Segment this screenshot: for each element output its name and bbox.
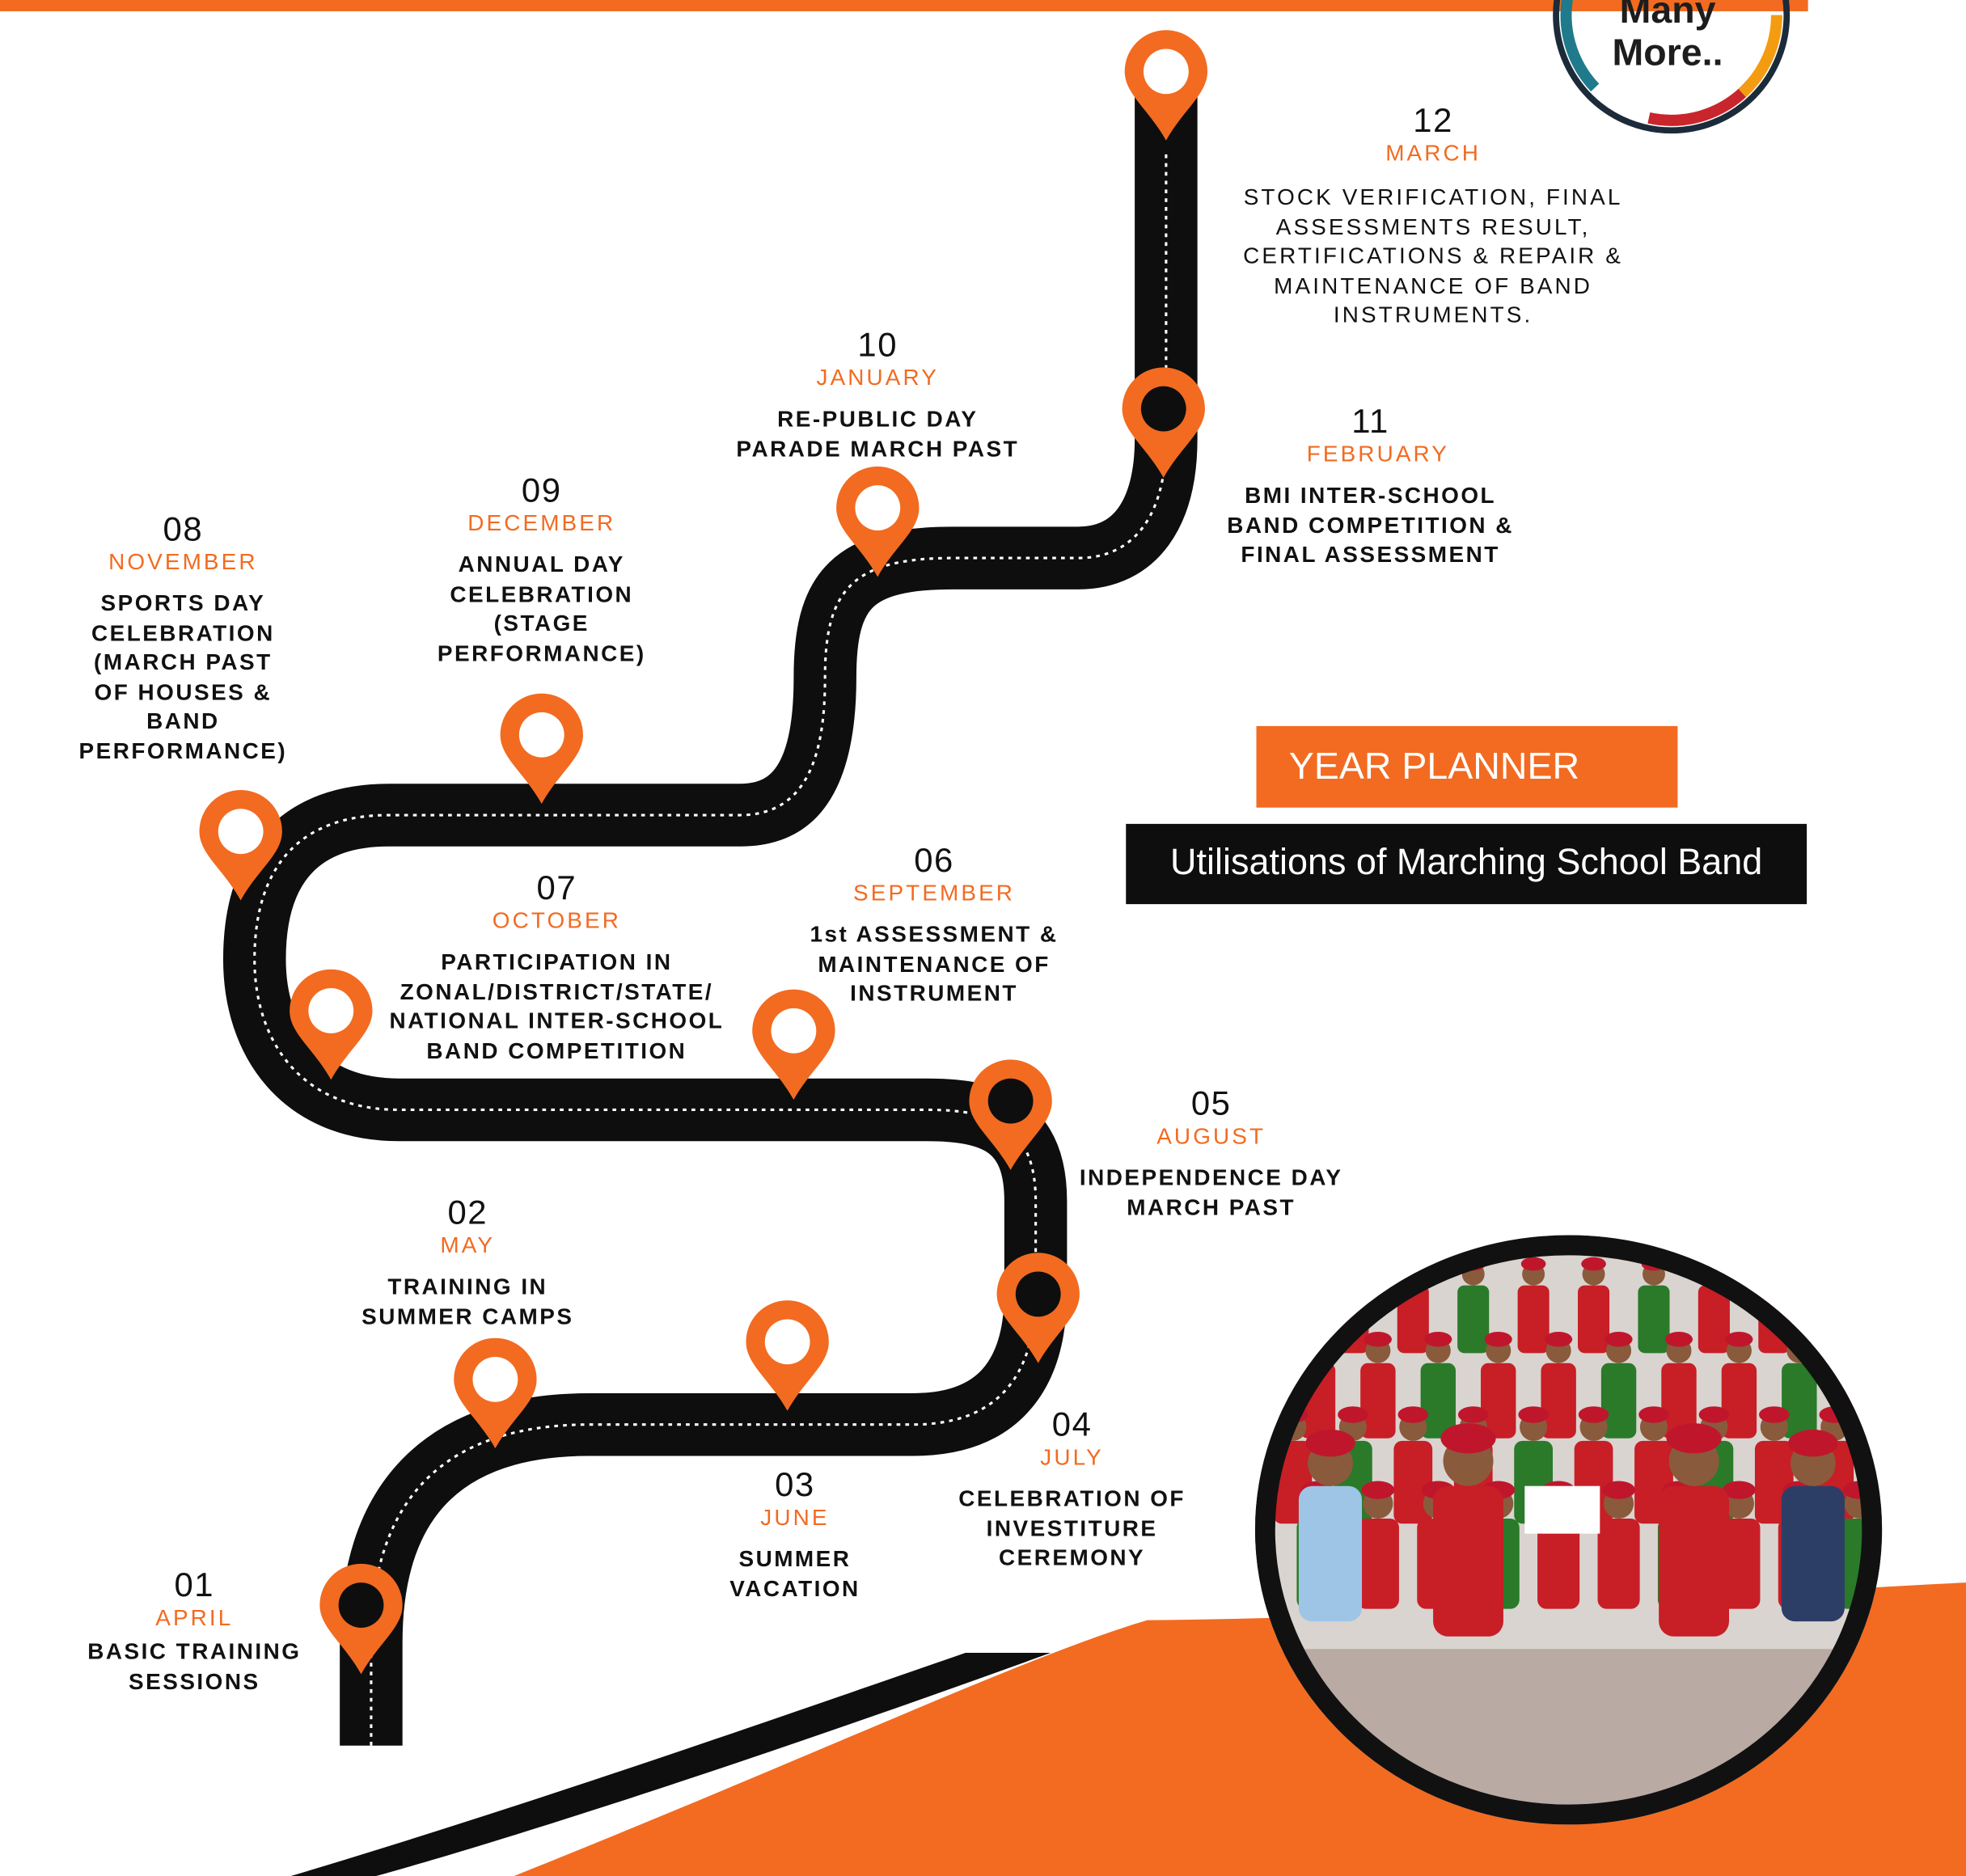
band-member [1433, 1423, 1503, 1637]
map-pin-icon [454, 1337, 537, 1449]
band-member [1781, 1429, 1845, 1622]
event-month: OCTOBER [492, 907, 621, 933]
band-member [1360, 1331, 1396, 1439]
top-accent-bar [0, 0, 1808, 11]
photo-frame [1255, 1235, 1883, 1825]
map-pin-icon [996, 1253, 1080, 1363]
event-number: 09 [521, 471, 562, 509]
event-number: 05 [1190, 1084, 1232, 1122]
event-month: JANUARY [816, 365, 940, 391]
event-month: APRIL [155, 1605, 234, 1631]
event-number: 03 [775, 1465, 815, 1504]
badge-ring-color [1560, 0, 1782, 126]
certificate [1524, 1485, 1600, 1534]
map-pin-icon [836, 466, 920, 577]
event-month: AUGUST [1156, 1123, 1266, 1149]
planner-subtitle: Utilisations of Marching School Band [1126, 823, 1807, 905]
event-number: 04 [1051, 1405, 1093, 1443]
map-pin-icon [969, 1059, 1052, 1170]
band-member [1600, 1331, 1637, 1439]
band-member [1298, 1429, 1363, 1622]
event-number: 12 [1413, 101, 1453, 140]
map-pin-icon [319, 1563, 403, 1675]
map-pin-icon [199, 790, 282, 901]
road-center-line [253, 150, 1168, 1746]
band-member [1356, 1481, 1399, 1609]
band-member [1420, 1331, 1457, 1439]
badge-ring-outer [1553, 0, 1791, 134]
band-member [1659, 1423, 1730, 1637]
event-number: 01 [174, 1565, 215, 1604]
map-pin-icon [1124, 30, 1208, 141]
event-month: MAY [440, 1232, 496, 1258]
map-pin-icon [290, 969, 373, 1080]
event-number: 06 [914, 841, 954, 880]
band-member [1481, 1331, 1516, 1439]
band-member [1541, 1331, 1576, 1439]
map-pin-icon [752, 989, 835, 1101]
event-month: DECEMBER [467, 510, 616, 536]
map-pin-icon [500, 693, 583, 805]
band-member [1393, 1406, 1433, 1524]
event-month: NOVEMBER [108, 549, 258, 575]
band-member [1721, 1331, 1757, 1439]
event-number: 02 [447, 1194, 488, 1232]
event-number: 08 [163, 510, 204, 548]
event-month: JUNE [760, 1504, 830, 1530]
band-member [1517, 1257, 1550, 1354]
year-planner-title: YEAR PLANNER [1256, 725, 1678, 808]
event-month: FEBRUARY [1306, 441, 1450, 467]
event-number: 10 [857, 326, 898, 364]
band-member [1578, 1257, 1610, 1354]
badge-line-2: More.. [1612, 32, 1723, 74]
bottom-black-swoosh [290, 1652, 1051, 1876]
event-number: 07 [536, 868, 577, 907]
event-month: SEPTEMBER [853, 880, 1016, 906]
event-month: JULY [1040, 1444, 1104, 1470]
map-pin-icon [746, 1300, 829, 1411]
map-pin-icon [1122, 367, 1205, 478]
event-number: 11 [1351, 402, 1389, 441]
badge-text: Many More.. [1586, 0, 1749, 75]
badge-line-1: Many [1619, 0, 1716, 32]
band-member [1661, 1331, 1697, 1439]
event-06: 06 SEPTEMBER 1st ASSESSMENT &MAINTENANCE… [746, 843, 1122, 1008]
band-member [1597, 1481, 1640, 1609]
event-month: MARCH [1385, 140, 1482, 166]
